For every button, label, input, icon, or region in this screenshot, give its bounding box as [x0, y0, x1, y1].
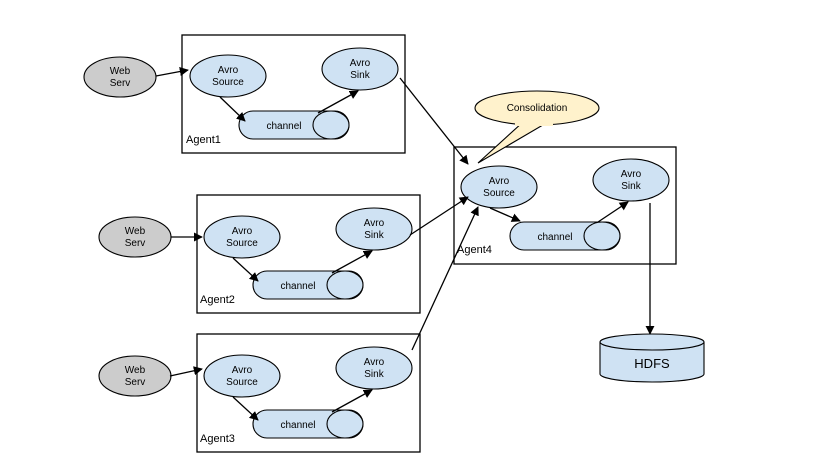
svg-text:Serv: Serv — [110, 78, 131, 89]
agent3-group: Agent3 Web Serv Avro Source Avro Sink ch… — [98, 333, 421, 453]
agent3-web-to-source-arrow — [169, 366, 203, 377]
agent2-avro-sink: Avro Sink — [335, 207, 413, 251]
svg-text:Sink: Sink — [350, 70, 370, 81]
agent3-source-to-channel-arrow — [232, 396, 259, 421]
agent1-channel: channel — [238, 110, 350, 140]
svg-text:Sink: Sink — [364, 230, 384, 241]
agent2-sink-to-agent4-arrow — [409, 196, 469, 236]
agent2-group: Agent2 Web Serv Avro Source Avro Sink ch… — [98, 194, 421, 314]
svg-text:channel: channel — [280, 420, 315, 431]
agent2-source-to-channel-arrow — [232, 257, 259, 282]
svg-text:Web: Web — [125, 365, 146, 376]
agent4-channel-to-sink-arrow — [597, 201, 629, 223]
agent1-sink-to-agent4-arrow — [399, 77, 469, 165]
agent3-box — [196, 333, 421, 453]
agent1-box — [181, 34, 406, 154]
agent3-avro-source: Avro Source — [203, 354, 281, 398]
svg-text:channel: channel — [280, 281, 315, 292]
svg-text:channel: channel — [266, 121, 301, 132]
consolidation-label: Consolidation — [507, 103, 568, 114]
agent1-avro-source: Avro Source — [189, 54, 267, 98]
svg-text:Avro: Avro — [232, 365, 253, 376]
svg-text:Serv: Serv — [125, 238, 146, 249]
agent3-label: Agent3 — [200, 433, 235, 445]
agent4-source-to-channel-arrow — [489, 207, 521, 222]
svg-text:Avro: Avro — [364, 218, 385, 229]
svg-text:Sink: Sink — [364, 369, 384, 380]
svg-text:Source: Source — [226, 377, 258, 388]
agent2-channel: channel — [252, 270, 364, 300]
svg-text:Source: Source — [226, 238, 258, 249]
agent3-channel-to-sink-arrow — [331, 389, 373, 413]
agent3-sink-to-agent4-arrow — [411, 206, 479, 351]
agent4-group: Agent4 Avro Source Avro Sink channel — [453, 146, 677, 265]
agent2-box — [196, 194, 421, 314]
agent1-source-to-channel-arrow — [219, 96, 246, 122]
svg-text:Avro: Avro — [232, 226, 253, 237]
svg-text:Avro: Avro — [489, 176, 510, 187]
svg-text:channel: channel — [537, 232, 572, 243]
hdfs-storage: HDFS — [599, 333, 705, 383]
agent2-channel-to-sink-arrow — [331, 250, 373, 274]
agent1-web-to-source-arrow — [155, 67, 189, 77]
agent1-avro-sink: Avro Sink — [321, 47, 399, 91]
agent1-channel-to-sink-arrow — [317, 90, 359, 114]
agent2-label: Agent2 — [200, 294, 235, 306]
svg-text:Source: Source — [483, 188, 515, 199]
agent3-avro-sink: Avro Sink — [335, 346, 413, 390]
agent4-label: Agent4 — [457, 244, 492, 256]
agent1-web-server: Web Serv — [83, 56, 157, 98]
agent2-avro-source: Avro Source — [203, 215, 281, 259]
svg-text:Source: Source — [212, 77, 244, 88]
agent4-channel: channel — [509, 221, 621, 251]
svg-text:Avro: Avro — [621, 169, 642, 180]
agent4-avro-sink: Avro Sink — [592, 158, 670, 202]
svg-text:Web: Web — [125, 226, 146, 237]
agent4-avro-source: Avro Source — [460, 165, 538, 209]
agent2-web-server: Web Serv — [98, 216, 172, 258]
svg-text:Sink: Sink — [621, 181, 641, 192]
svg-text:Avro: Avro — [218, 65, 239, 76]
hdfs-label: HDFS — [634, 356, 670, 371]
consolidation-callout: Consolidation — [474, 90, 600, 164]
agent1-label: Agent1 — [186, 134, 221, 146]
svg-text:Avro: Avro — [350, 58, 371, 69]
agent3-web-server: Web Serv — [98, 355, 172, 397]
svg-text:Avro: Avro — [364, 357, 385, 368]
svg-text:Serv: Serv — [125, 377, 146, 388]
agent3-channel: channel — [252, 409, 364, 439]
agent1-group: Agent1 Web Serv Avro Source Avro Sink ch… — [83, 34, 406, 154]
svg-text:Web: Web — [110, 66, 131, 77]
